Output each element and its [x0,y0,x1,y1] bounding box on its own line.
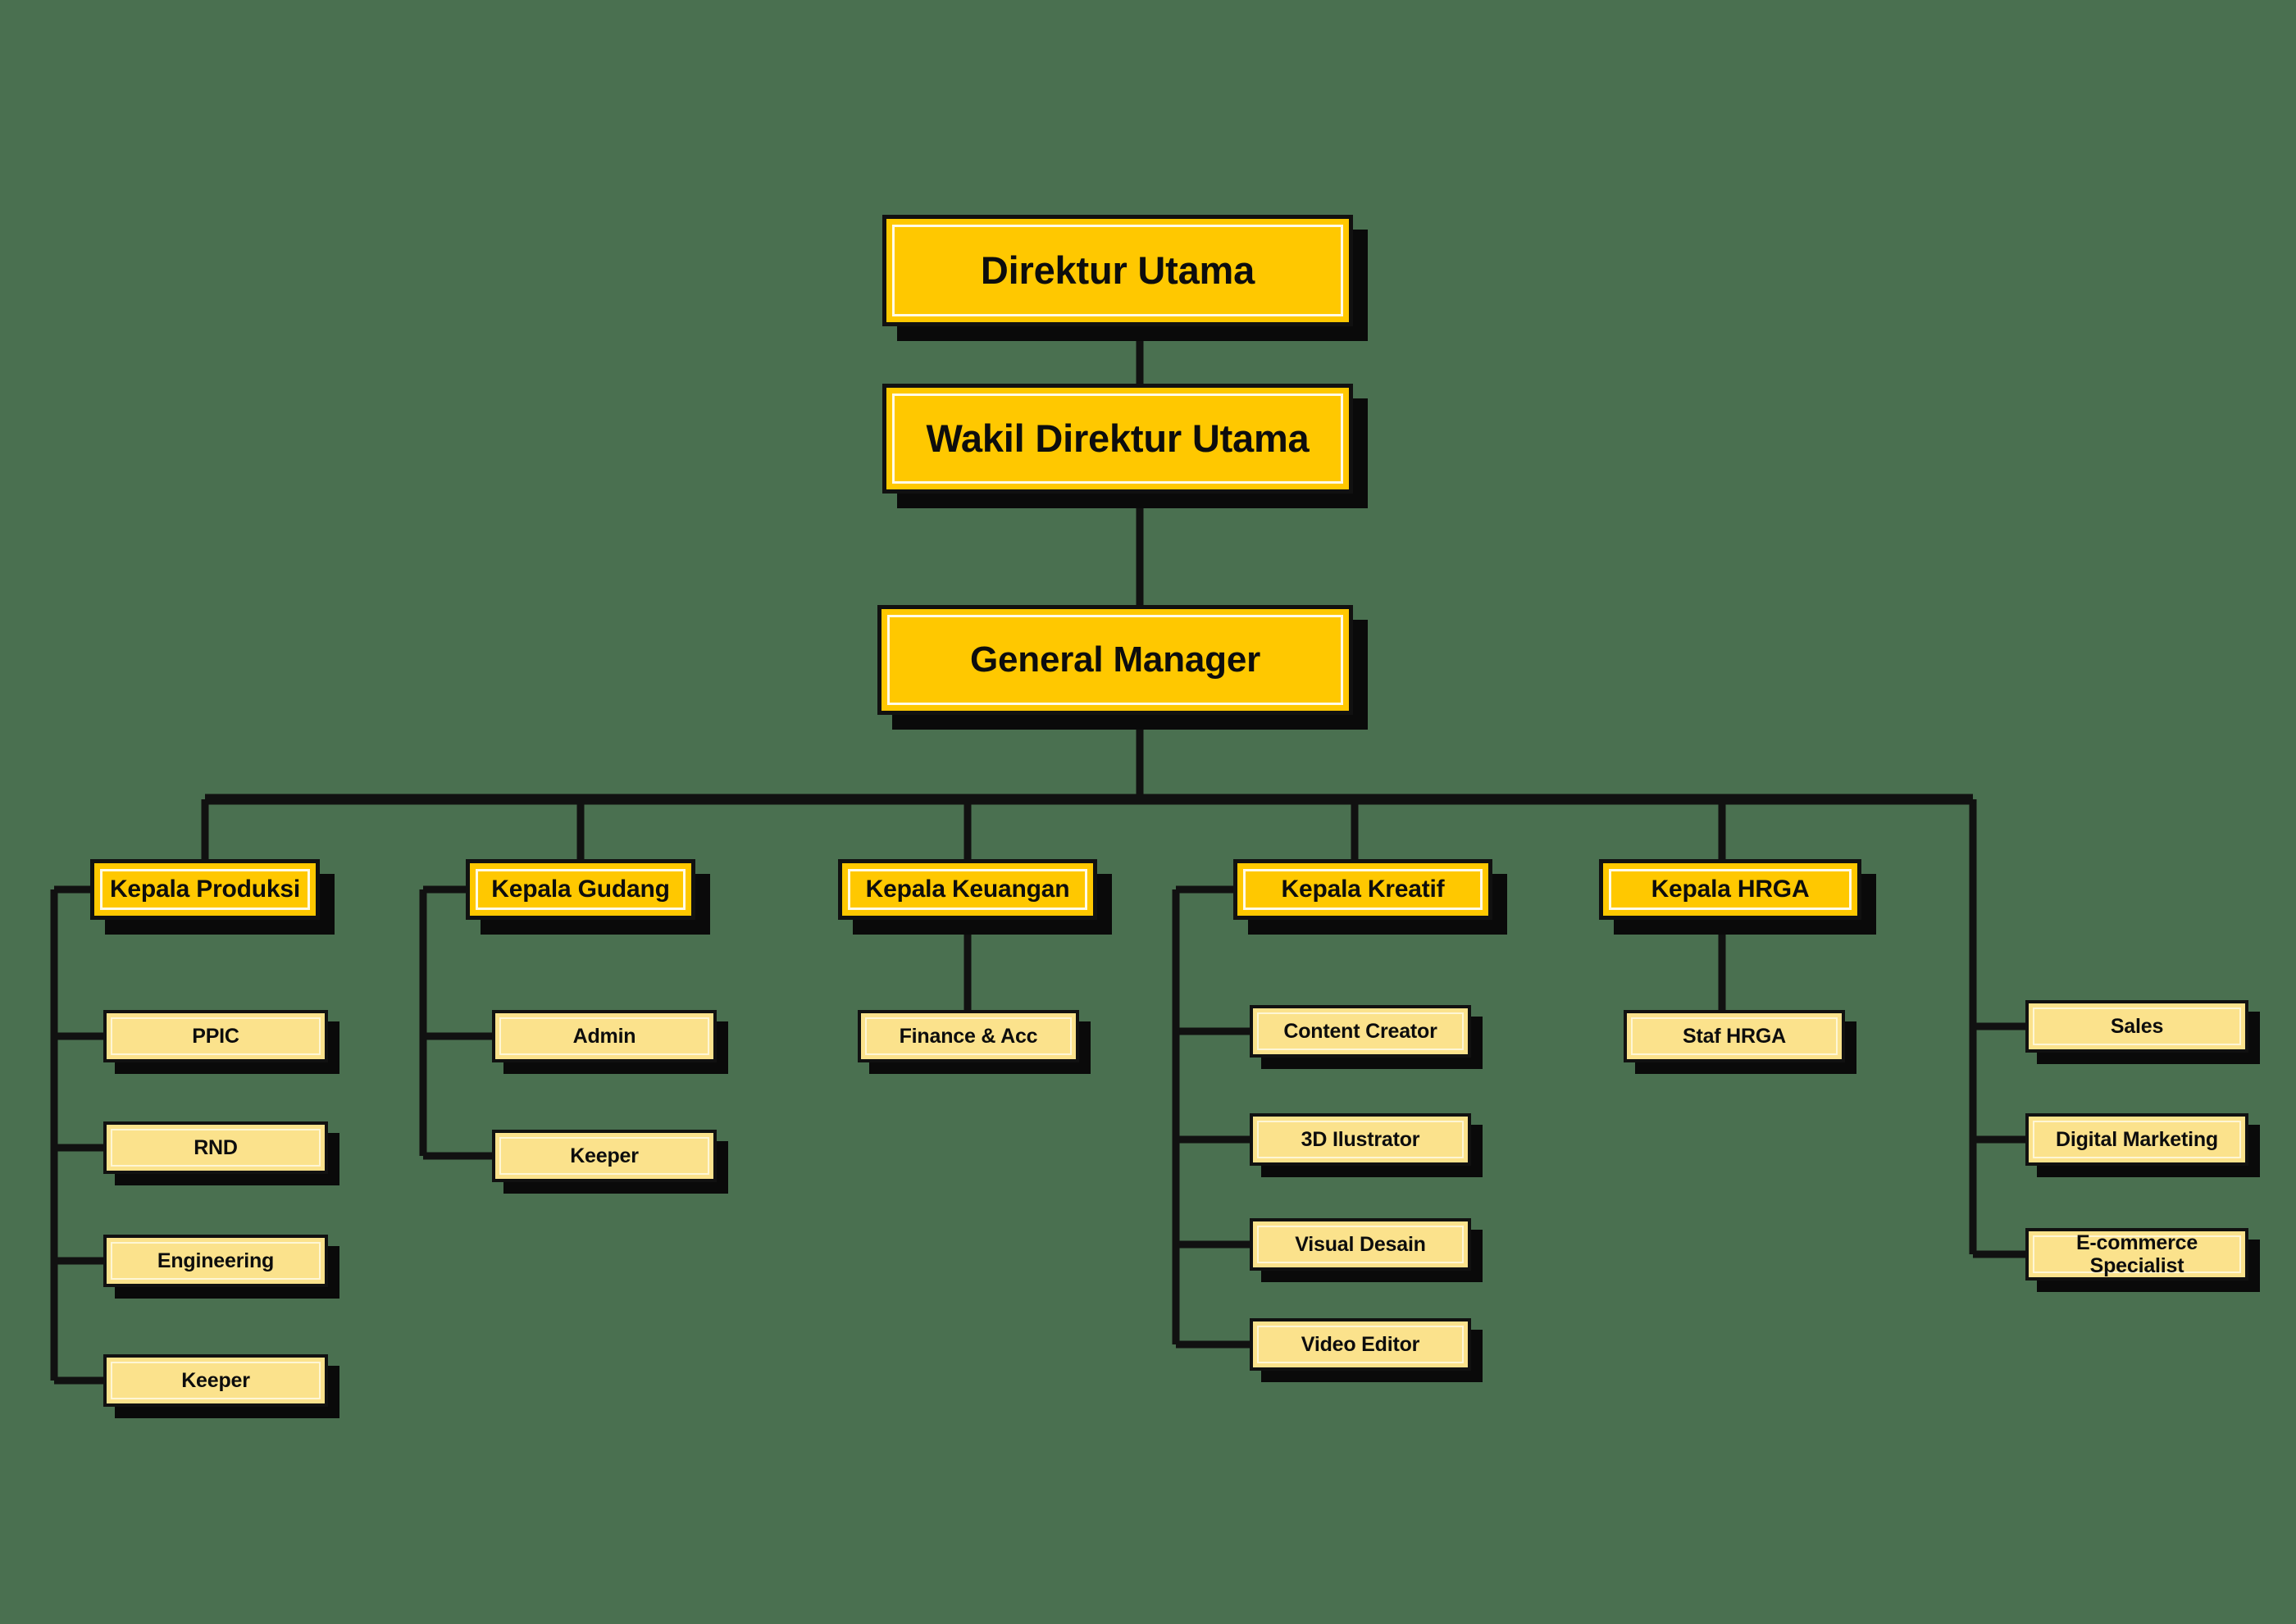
node-label: Keeper [570,1144,639,1167]
node-label: Direktur Utama [980,248,1255,292]
node-label: Keeper [181,1369,250,1392]
node-label: Kepala Kreatif [1281,876,1445,903]
node-label: Video Editor [1301,1333,1420,1356]
node-rnd[interactable]: RND [103,1121,328,1174]
node-direktur-utama[interactable]: Direktur Utama [882,215,1353,326]
node-label: 3D Ilustrator [1301,1128,1420,1151]
node-wakil-direktur-utama[interactable]: Wakil Direktur Utama [882,384,1353,494]
node-keeper-produksi[interactable]: Keeper [103,1354,328,1407]
node-sales[interactable]: Sales [2025,1000,2248,1053]
node-content-creator[interactable]: Content Creator [1250,1005,1471,1058]
node-label: Sales [2110,1015,2164,1038]
node-kepala-keuangan[interactable]: Kepala Keuangan [838,859,1097,920]
node-label: General Manager [969,639,1261,680]
node-label: Kepala HRGA [1651,876,1810,903]
node-staf-hrga[interactable]: Staf HRGA [1624,1010,1845,1062]
node-kepala-gudang[interactable]: Kepala Gudang [466,859,695,920]
node-label: Engineering [157,1249,275,1272]
node-label: Visual Desain [1295,1233,1426,1256]
node-engineering[interactable]: Engineering [103,1235,328,1287]
node-label: Content Creator [1283,1020,1437,1043]
node-general-manager[interactable]: General Manager [877,605,1353,715]
node-3d-ilustrator[interactable]: 3D Ilustrator [1250,1113,1471,1166]
node-video-editor[interactable]: Video Editor [1250,1318,1471,1371]
node-admin[interactable]: Admin [492,1010,717,1062]
node-label: Kepala Produksi [109,876,301,903]
node-digital-marketing[interactable]: Digital Marketing [2025,1113,2248,1166]
node-label: E-commerce Specialist [2075,1231,2198,1277]
node-label: Admin [572,1025,636,1048]
node-e-commerce-specialist[interactable]: E-commerce Specialist [2025,1228,2248,1281]
node-label: PPIC [192,1025,239,1048]
node-kepala-kreatif[interactable]: Kepala Kreatif [1233,859,1492,920]
node-kepala-hrga[interactable]: Kepala HRGA [1599,859,1861,920]
node-label: Digital Marketing [2055,1128,2219,1151]
node-ppic[interactable]: PPIC [103,1010,328,1062]
node-visual-desain[interactable]: Visual Desain [1250,1218,1471,1271]
node-label: Staf HRGA [1683,1025,1786,1048]
node-label: Finance & Acc [899,1025,1038,1048]
node-label: Kepala Keuangan [865,876,1070,903]
node-label: Wakil Direktur Utama [926,416,1310,460]
node-label: RND [194,1136,238,1159]
node-kepala-produksi[interactable]: Kepala Produksi [90,859,320,920]
node-finance-acc[interactable]: Finance & Acc [858,1010,1079,1062]
node-label: Kepala Gudang [491,876,670,903]
node-keeper-gudang[interactable]: Keeper [492,1130,717,1182]
